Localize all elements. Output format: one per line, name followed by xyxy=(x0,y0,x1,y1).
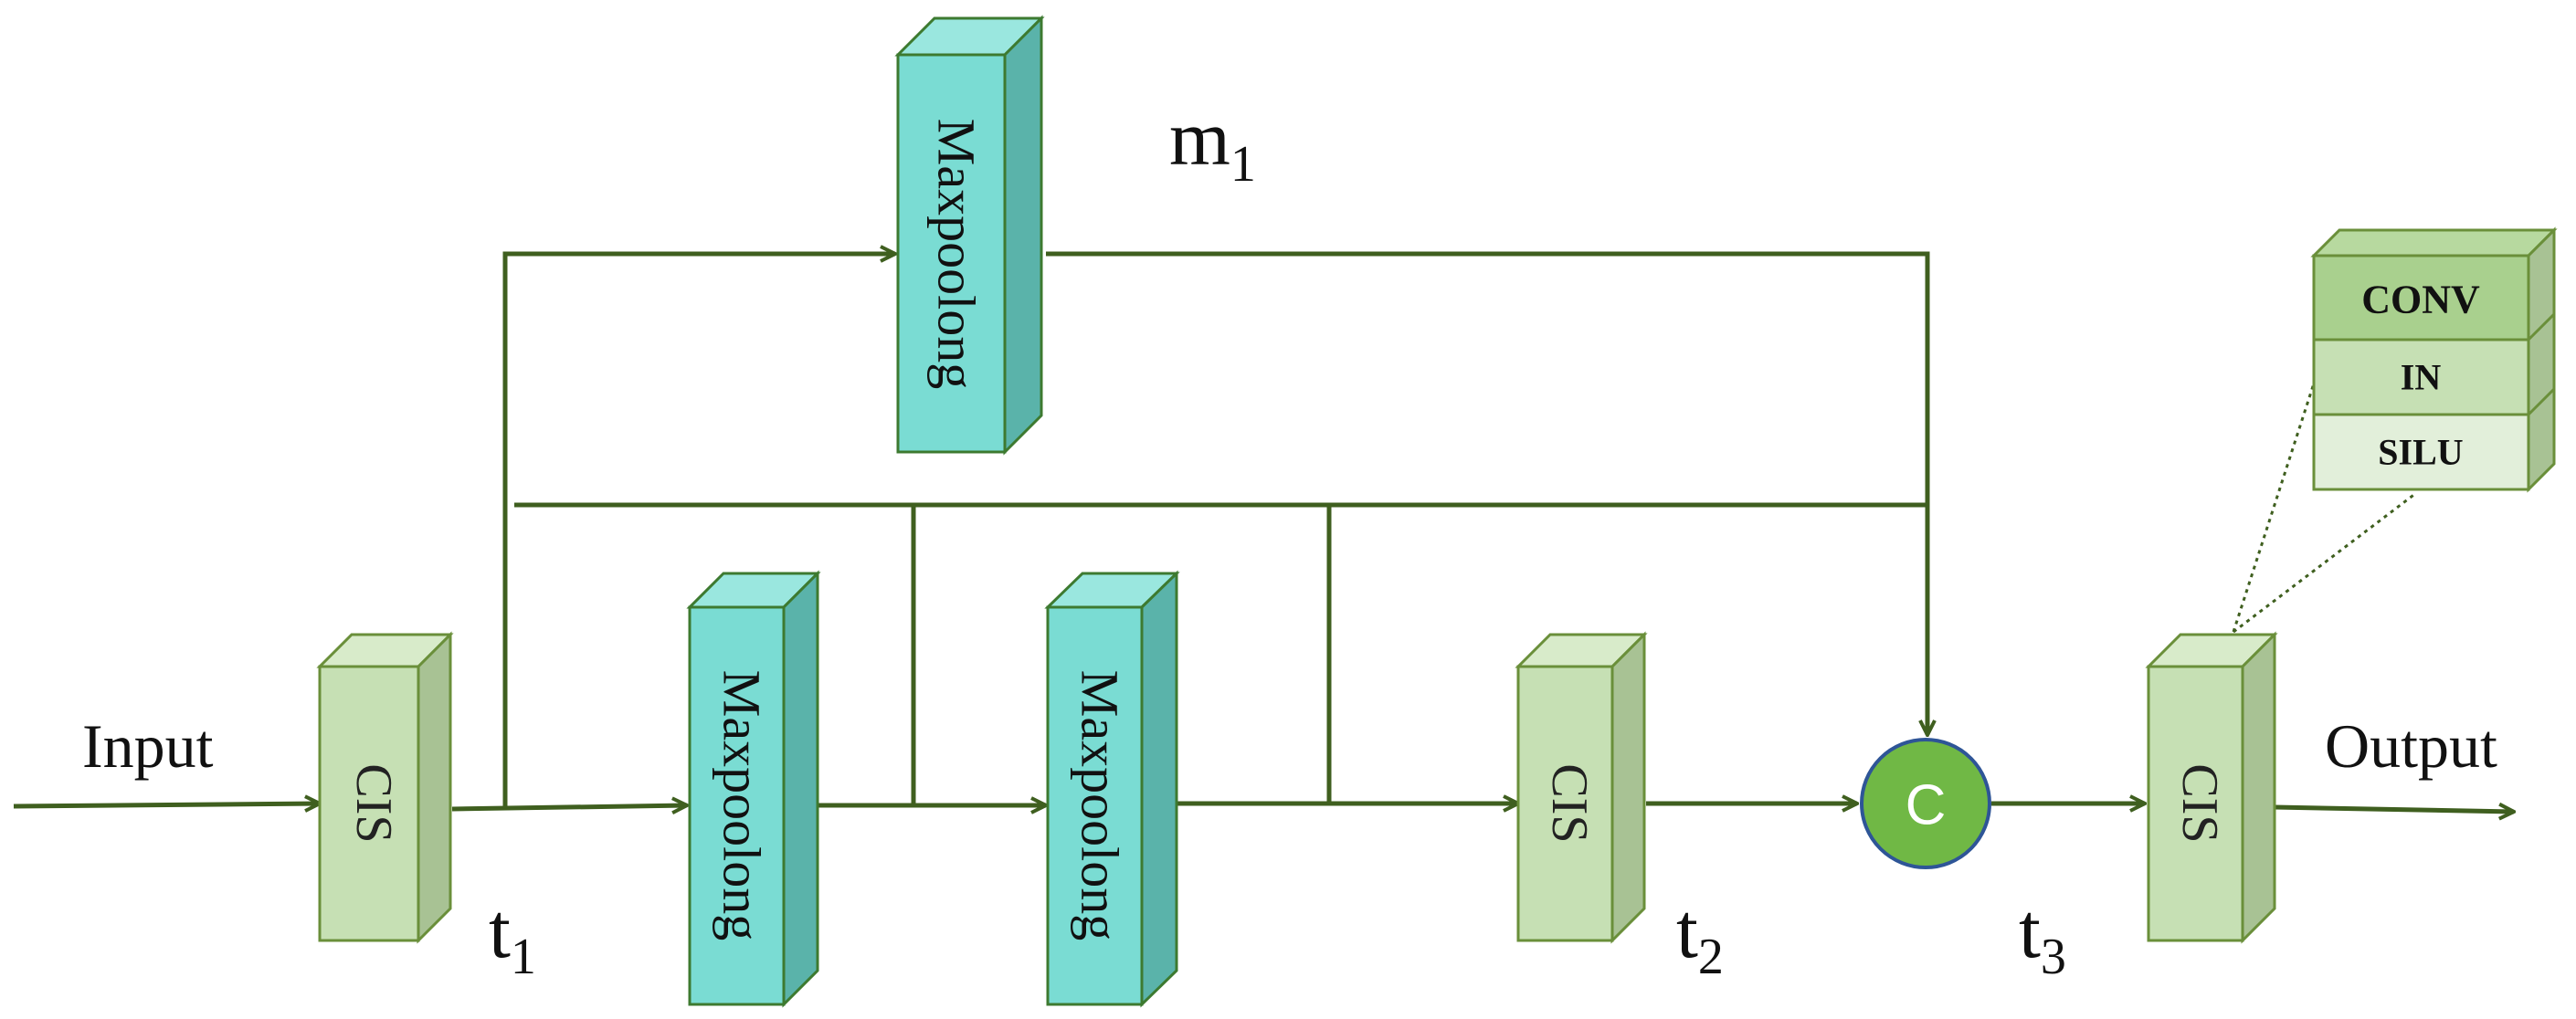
maxpool-block-a: Maxpoolong xyxy=(686,570,821,1008)
cis-block-3-label: CIS xyxy=(2171,763,2228,843)
cis-block-2: CIS xyxy=(1515,631,1648,944)
cis1-to-maxpool-arrow xyxy=(451,805,687,809)
concat-node: C xyxy=(1860,738,1991,869)
maxpool-block-a-label: Maxpoolong xyxy=(713,670,772,940)
cis-block-1-label: CIS xyxy=(345,763,402,843)
legend-in-box xyxy=(2312,338,2530,416)
maxpool-block-b: Maxpoolong xyxy=(1044,570,1180,1008)
t2-label: t2 xyxy=(1676,887,1724,985)
cis-block-2-label: CIS xyxy=(1541,763,1598,843)
m1-label: m1 xyxy=(1169,94,1256,193)
branch-to-top-maxpool xyxy=(502,254,895,807)
legend-connector-upper xyxy=(2232,383,2316,633)
legend-silu-box xyxy=(2312,413,2530,491)
t1-label: t1 xyxy=(489,887,536,985)
cis-legend-stack: CONV IN SILU xyxy=(2310,226,2558,493)
t3-label: t3 xyxy=(2019,887,2066,985)
maxpool-block-top: Maxpoolong xyxy=(894,15,1045,456)
legend-conv-label: CONV xyxy=(2361,278,2480,322)
top-maxpool-to-concat xyxy=(1046,251,1927,735)
maxpool-block-b-label: Maxpoolong xyxy=(1071,670,1130,940)
input-arrow xyxy=(13,804,320,806)
cis-block-3: CIS xyxy=(2145,631,2278,944)
maxpool-block-top-label: Maxpoolong xyxy=(927,119,987,389)
legend-connector-lower xyxy=(2233,491,2417,634)
legend-in-label: IN xyxy=(2401,357,2442,398)
legend-conv-box xyxy=(2312,254,2530,341)
input-label: Input xyxy=(82,711,214,781)
output-arrow xyxy=(2274,807,2514,812)
cis-block-1: CIS xyxy=(316,631,454,944)
connections xyxy=(13,251,2514,812)
concat-node-label: C xyxy=(1906,774,1947,837)
legend-silu-label: SILU xyxy=(2378,432,2463,473)
output-label: Output xyxy=(2325,711,2497,781)
